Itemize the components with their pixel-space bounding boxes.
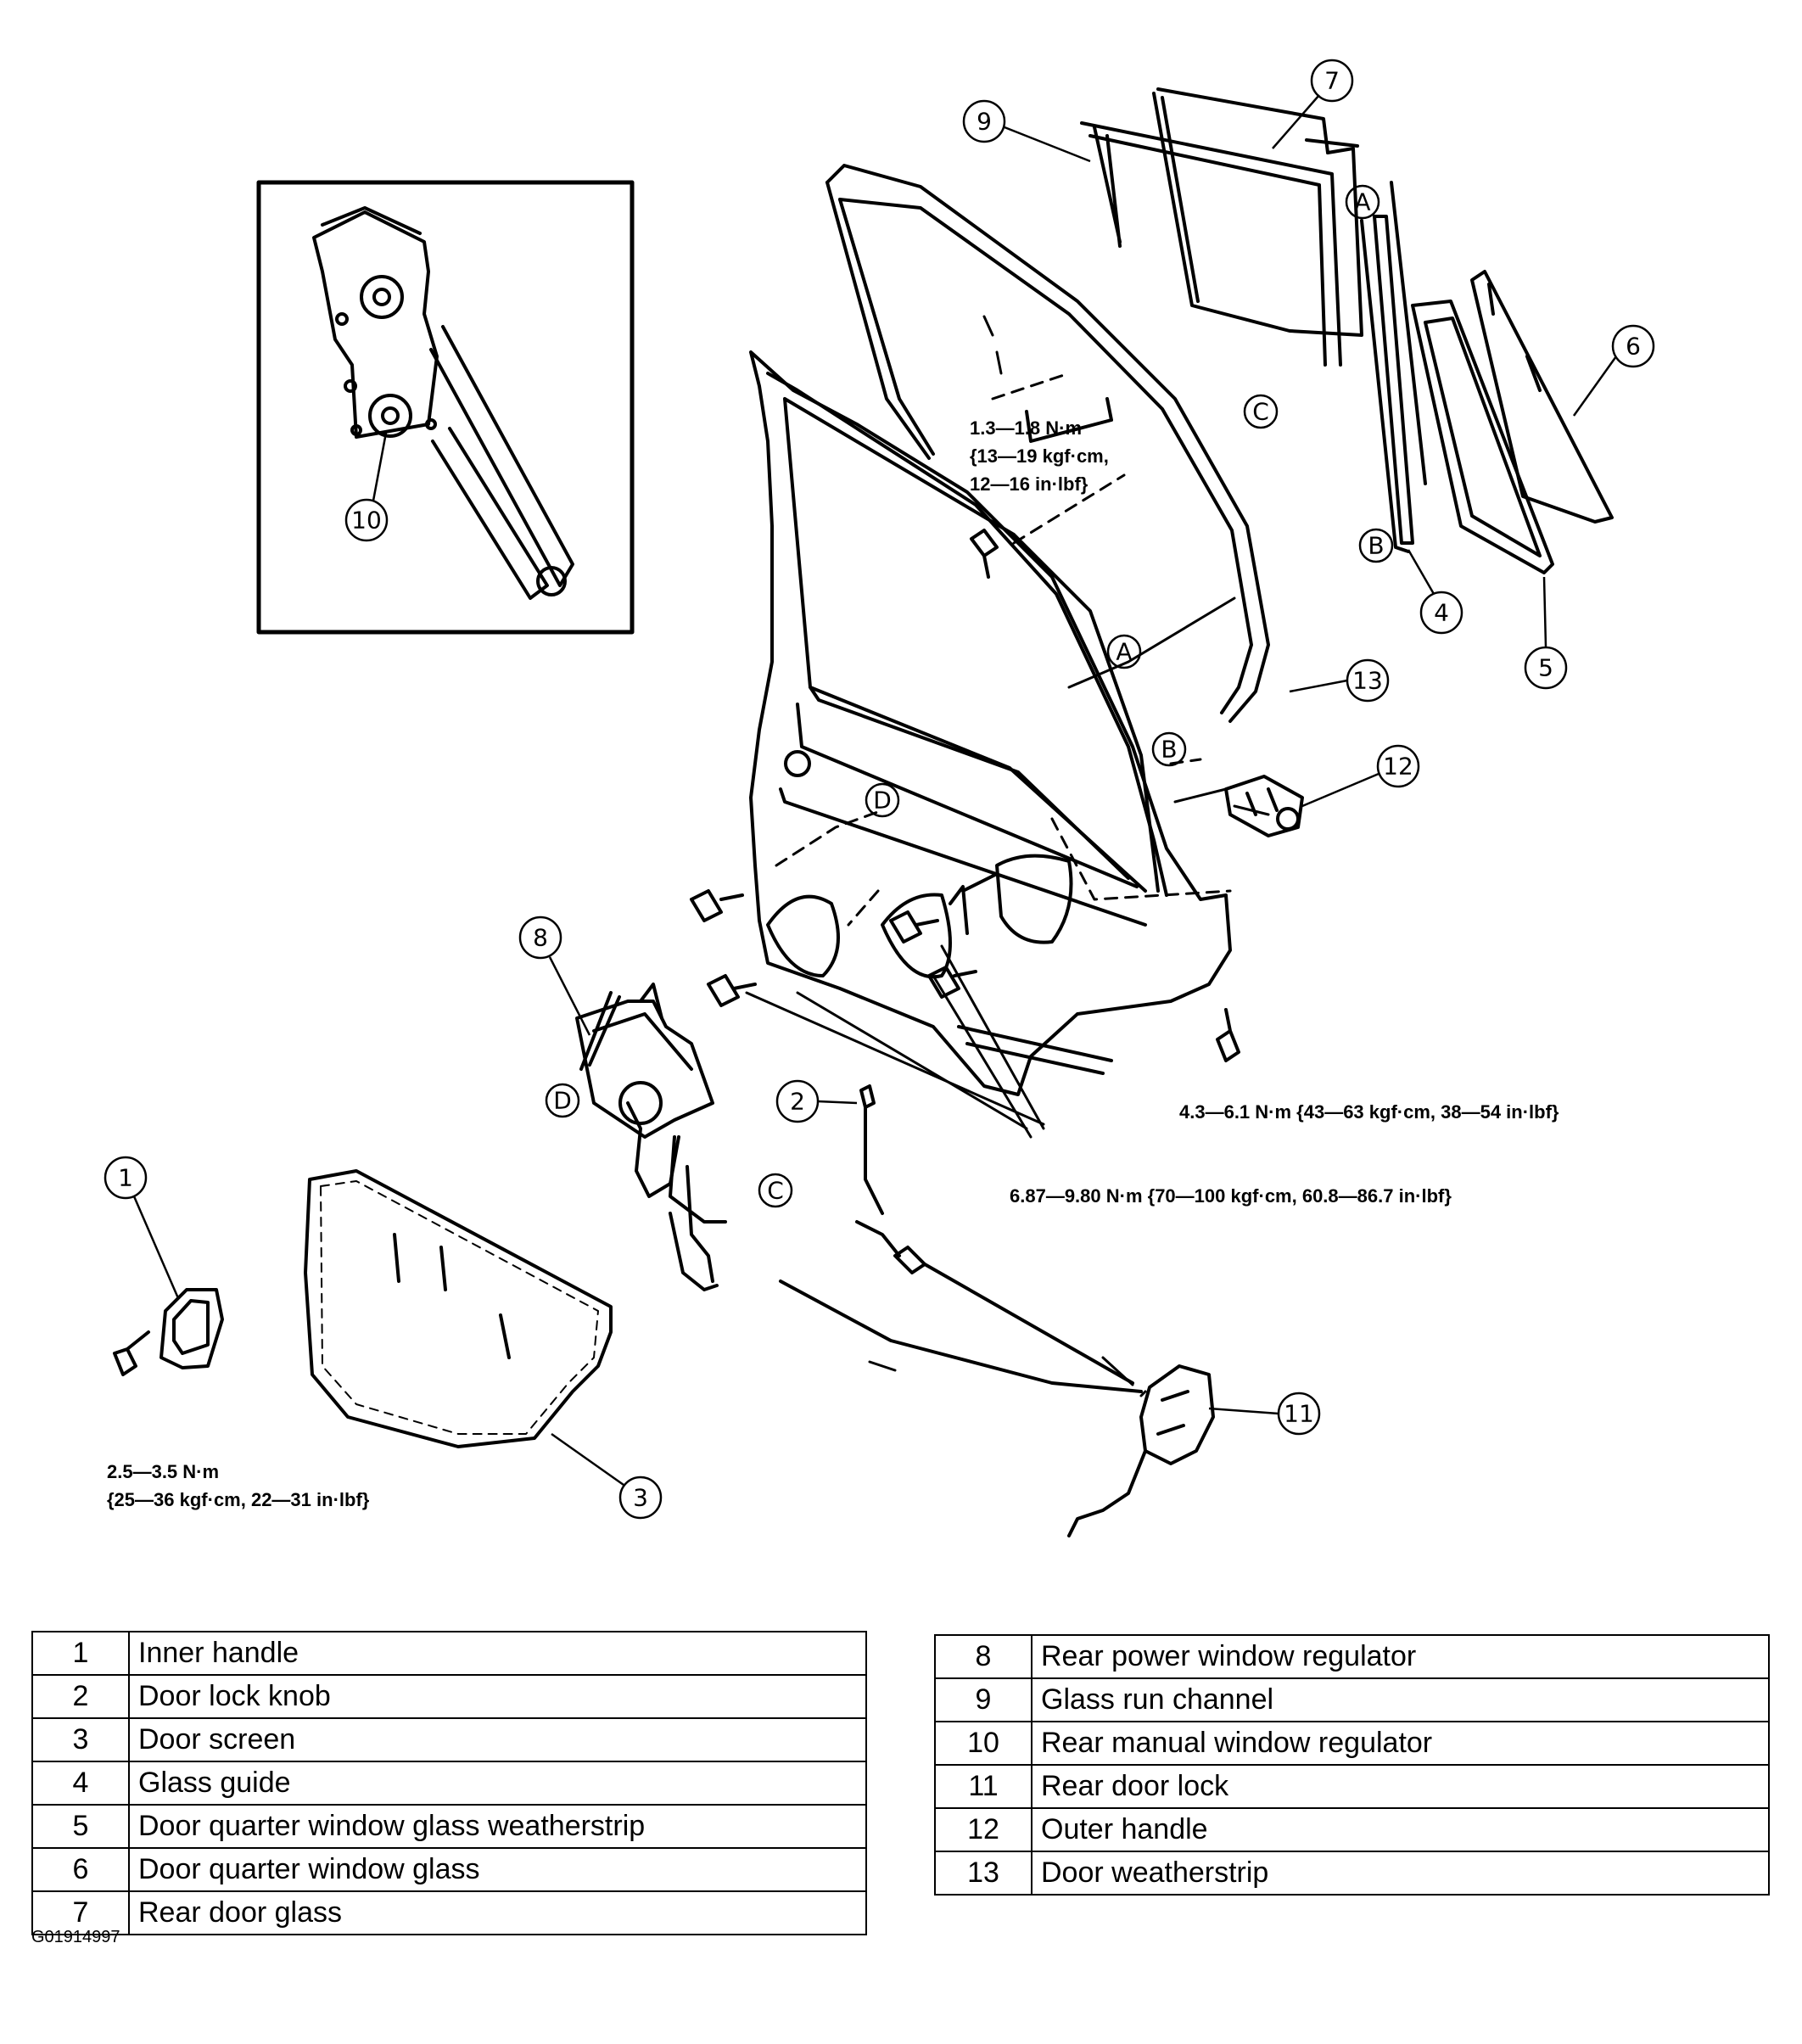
rear-door-lock [779, 1280, 1215, 1537]
svg-text:2: 2 [790, 1088, 805, 1116]
ref-c-top: C [1243, 394, 1279, 429]
svg-text:A: A [1354, 188, 1370, 216]
door-panel [749, 350, 1232, 1096]
door-lock-knob [855, 1084, 1134, 1385]
door-screen [304, 1169, 613, 1448]
svg-text:{13—19 kgf·cm,: {13—19 kgf·cm, [970, 445, 1109, 467]
callout-3: 3 [618, 1476, 663, 1520]
callout-5: 5 [1524, 646, 1568, 690]
svg-text:D: D [873, 787, 892, 815]
ref-b-mid: B [1151, 731, 1187, 767]
torque-spec-4: 2.5—3.5 N·m {25—36 kgf·cm, 22—31 in·lbf} [107, 1461, 370, 1510]
callout-11: 11 [1277, 1392, 1321, 1436]
power-window-regulator [575, 983, 727, 1291]
reference-lines [775, 372, 1232, 927]
svg-text:13: 13 [1352, 667, 1383, 695]
svg-text:8: 8 [533, 924, 548, 952]
callout-2: 2 [775, 1079, 820, 1123]
svg-text:10: 10 [351, 507, 382, 535]
svg-text:3: 3 [633, 1484, 648, 1512]
glass-guide [1360, 181, 1427, 553]
svg-text:9: 9 [977, 108, 992, 136]
leader-lines [745, 315, 1270, 1397]
svg-text:C: C [1252, 398, 1269, 426]
exploded-door-diagram: 1 2 3 4 5 6 7 8 9 10 11 12 13 A A B B C … [104, 59, 1655, 1537]
outer-handle [1224, 775, 1304, 837]
bolts [113, 529, 1240, 1376]
door-weatherstrip [825, 164, 1270, 723]
callout-9: 9 [962, 99, 1006, 143]
callout-4: 4 [1419, 591, 1463, 635]
svg-text:12: 12 [1383, 753, 1413, 781]
glass-run-channel [1080, 121, 1342, 367]
svg-text:D: D [553, 1087, 572, 1115]
ref-c-low: C [758, 1173, 793, 1208]
svg-text:4.3—6.1 N·m {43—63 kgf·cm, 38—: 4.3—6.1 N·m {43—63 kgf·cm, 38—54 in·lbf} [1179, 1101, 1559, 1123]
ref-b-top: B [1358, 528, 1394, 563]
svg-text:C: C [767, 1177, 784, 1205]
svg-text:1: 1 [118, 1164, 133, 1192]
callout-8: 8 [518, 916, 562, 960]
svg-text:4: 4 [1434, 599, 1449, 627]
svg-text:A: A [1116, 638, 1132, 666]
torque-spec-1: 1.3—1.8 N·m {13—19 kgf·cm, 12—16 in·lbf} [970, 417, 1109, 495]
callout-12: 12 [1376, 744, 1420, 788]
ref-a-mid: A [1106, 634, 1142, 669]
svg-text:1.3—1.8 N·m: 1.3—1.8 N·m [970, 417, 1082, 439]
svg-text:B: B [1161, 736, 1177, 764]
figure-code: G01914997 [31, 1928, 120, 1946]
svg-text:5: 5 [1538, 654, 1553, 682]
callout-7: 7 [1310, 59, 1354, 103]
svg-text:B: B [1368, 532, 1384, 560]
torque-spec-3: 6.87—9.80 N·m {70—100 kgf·cm, 60.8—86.7 … [1010, 1185, 1452, 1207]
rear-door-glass [1152, 87, 1363, 337]
callout-1: 1 [104, 1156, 148, 1200]
ref-d-low: D [545, 1083, 580, 1118]
callout-10: 10 [344, 498, 389, 542]
torque-spec-2: 4.3—6.1 N·m {43—63 kgf·cm, 38—54 in·lbf} [1179, 1101, 1559, 1123]
ref-a-top: A [1345, 184, 1380, 220]
svg-text:{25—36 kgf·cm, 22—31 in·lbf}: {25—36 kgf·cm, 22—31 in·lbf} [107, 1489, 370, 1510]
svg-text:11: 11 [1284, 1400, 1314, 1428]
svg-text:2.5—3.5 N·m: 2.5—3.5 N·m [107, 1461, 219, 1482]
quarter-window-glass [1470, 270, 1614, 524]
quarter-weatherstrip [1411, 300, 1554, 574]
callout-6: 6 [1611, 324, 1655, 368]
callout-13: 13 [1346, 658, 1390, 703]
svg-text:7: 7 [1324, 67, 1340, 95]
svg-text:12—16 in·lbf}: 12—16 in·lbf} [970, 473, 1088, 495]
manual-regulator-inset [256, 180, 635, 635]
ref-d-mid: D [865, 782, 900, 818]
svg-text:6: 6 [1626, 333, 1641, 361]
svg-text:6.87—9.80 N·m {70—100 kgf·cm,: 6.87—9.80 N·m {70—100 kgf·cm, 60.8—86.7 … [1010, 1185, 1452, 1207]
inner-handle [159, 1288, 224, 1369]
